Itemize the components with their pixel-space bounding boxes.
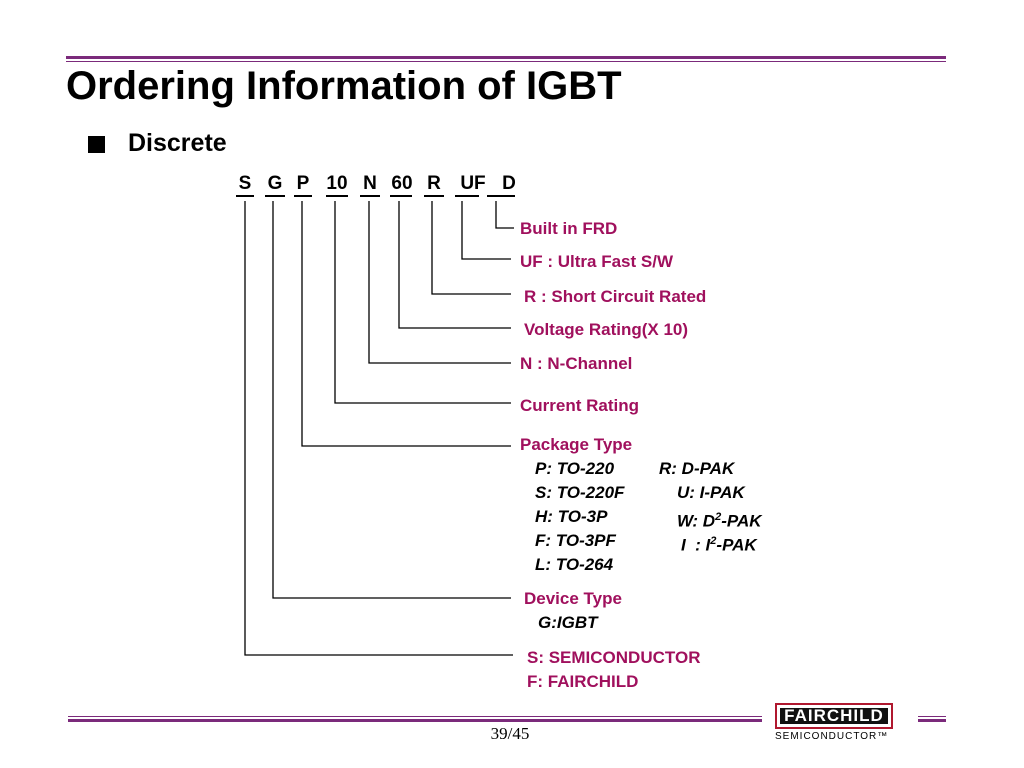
label-device-type: Device Type [524,589,622,608]
leader-p [301,201,511,447]
code-letter-g: G [268,173,283,194]
leader-d [495,201,514,229]
package-option-d2pak: W: D2-PAK [677,511,762,531]
part-code-letters: S G P 10 N 60 R UF D [239,173,516,194]
label-package-type: Package Type [520,435,633,454]
label-short-circuit: R : Short Circuit Rated [524,287,707,306]
package-option-to220f: S: TO-220F [535,483,625,502]
fairchild-logo: FAIRCHILD SEMICONDUCTOR™ [775,703,909,747]
logo-box: FAIRCHILD [775,703,893,729]
package-option-to264: L: TO-264 [535,555,614,574]
page-title: Ordering Information of IGBT [66,64,622,108]
bottom-rule-left [68,716,762,724]
package-option-to3pf: F: TO-3PF [535,531,616,550]
code-letter-uf: UF [460,173,485,194]
package-option-i2pak: I : I2-PAK [681,535,757,555]
leader-n [368,201,511,364]
label-current-rating: Current Rating [520,396,639,415]
section-subtitle: Discrete [128,129,227,157]
code-letter-60: 60 [391,173,412,194]
package-option-to220: P: TO-220 [535,459,615,478]
code-letter-d: D [502,173,516,194]
label-n-channel: N : N-Channel [520,354,633,373]
bullet-square-icon [88,136,105,153]
code-letter-n: N [363,173,377,194]
device-option-igbt: G:IGBT [538,613,598,632]
code-letter-p: P [297,173,310,194]
code-letter-10: 10 [326,173,347,194]
label-fairchild: F: FAIRCHILD [527,672,639,691]
page-number: 39/45 [490,724,530,743]
label-voltage-rating: Voltage Rating(X 10) [524,320,689,339]
leader-60 [398,201,511,329]
leader-r [431,201,511,295]
package-option-ipak: U: I-PAK [677,483,745,502]
label-semiconductor: S: SEMICONDUCTOR [527,648,701,667]
package-option-dpak: R: D-PAK [659,459,735,478]
code-letter-s: S [239,173,252,194]
logo-name: FAIRCHILD [784,706,884,725]
top-rule [66,56,946,64]
label-ultra-fast: UF : Ultra Fast S/W [520,252,674,271]
leader-s [244,201,513,656]
leader-lines [244,201,514,656]
package-option-to3p: H: TO-3P [535,507,608,526]
leader-uf [461,201,511,260]
leader-g [272,201,511,599]
code-letter-r: R [427,173,441,194]
leader-10 [334,201,511,404]
label-built-in-frd: Built in FRD [520,219,618,238]
bottom-rule-right [918,716,946,724]
logo-tagline: SEMICONDUCTOR™ [775,731,889,742]
